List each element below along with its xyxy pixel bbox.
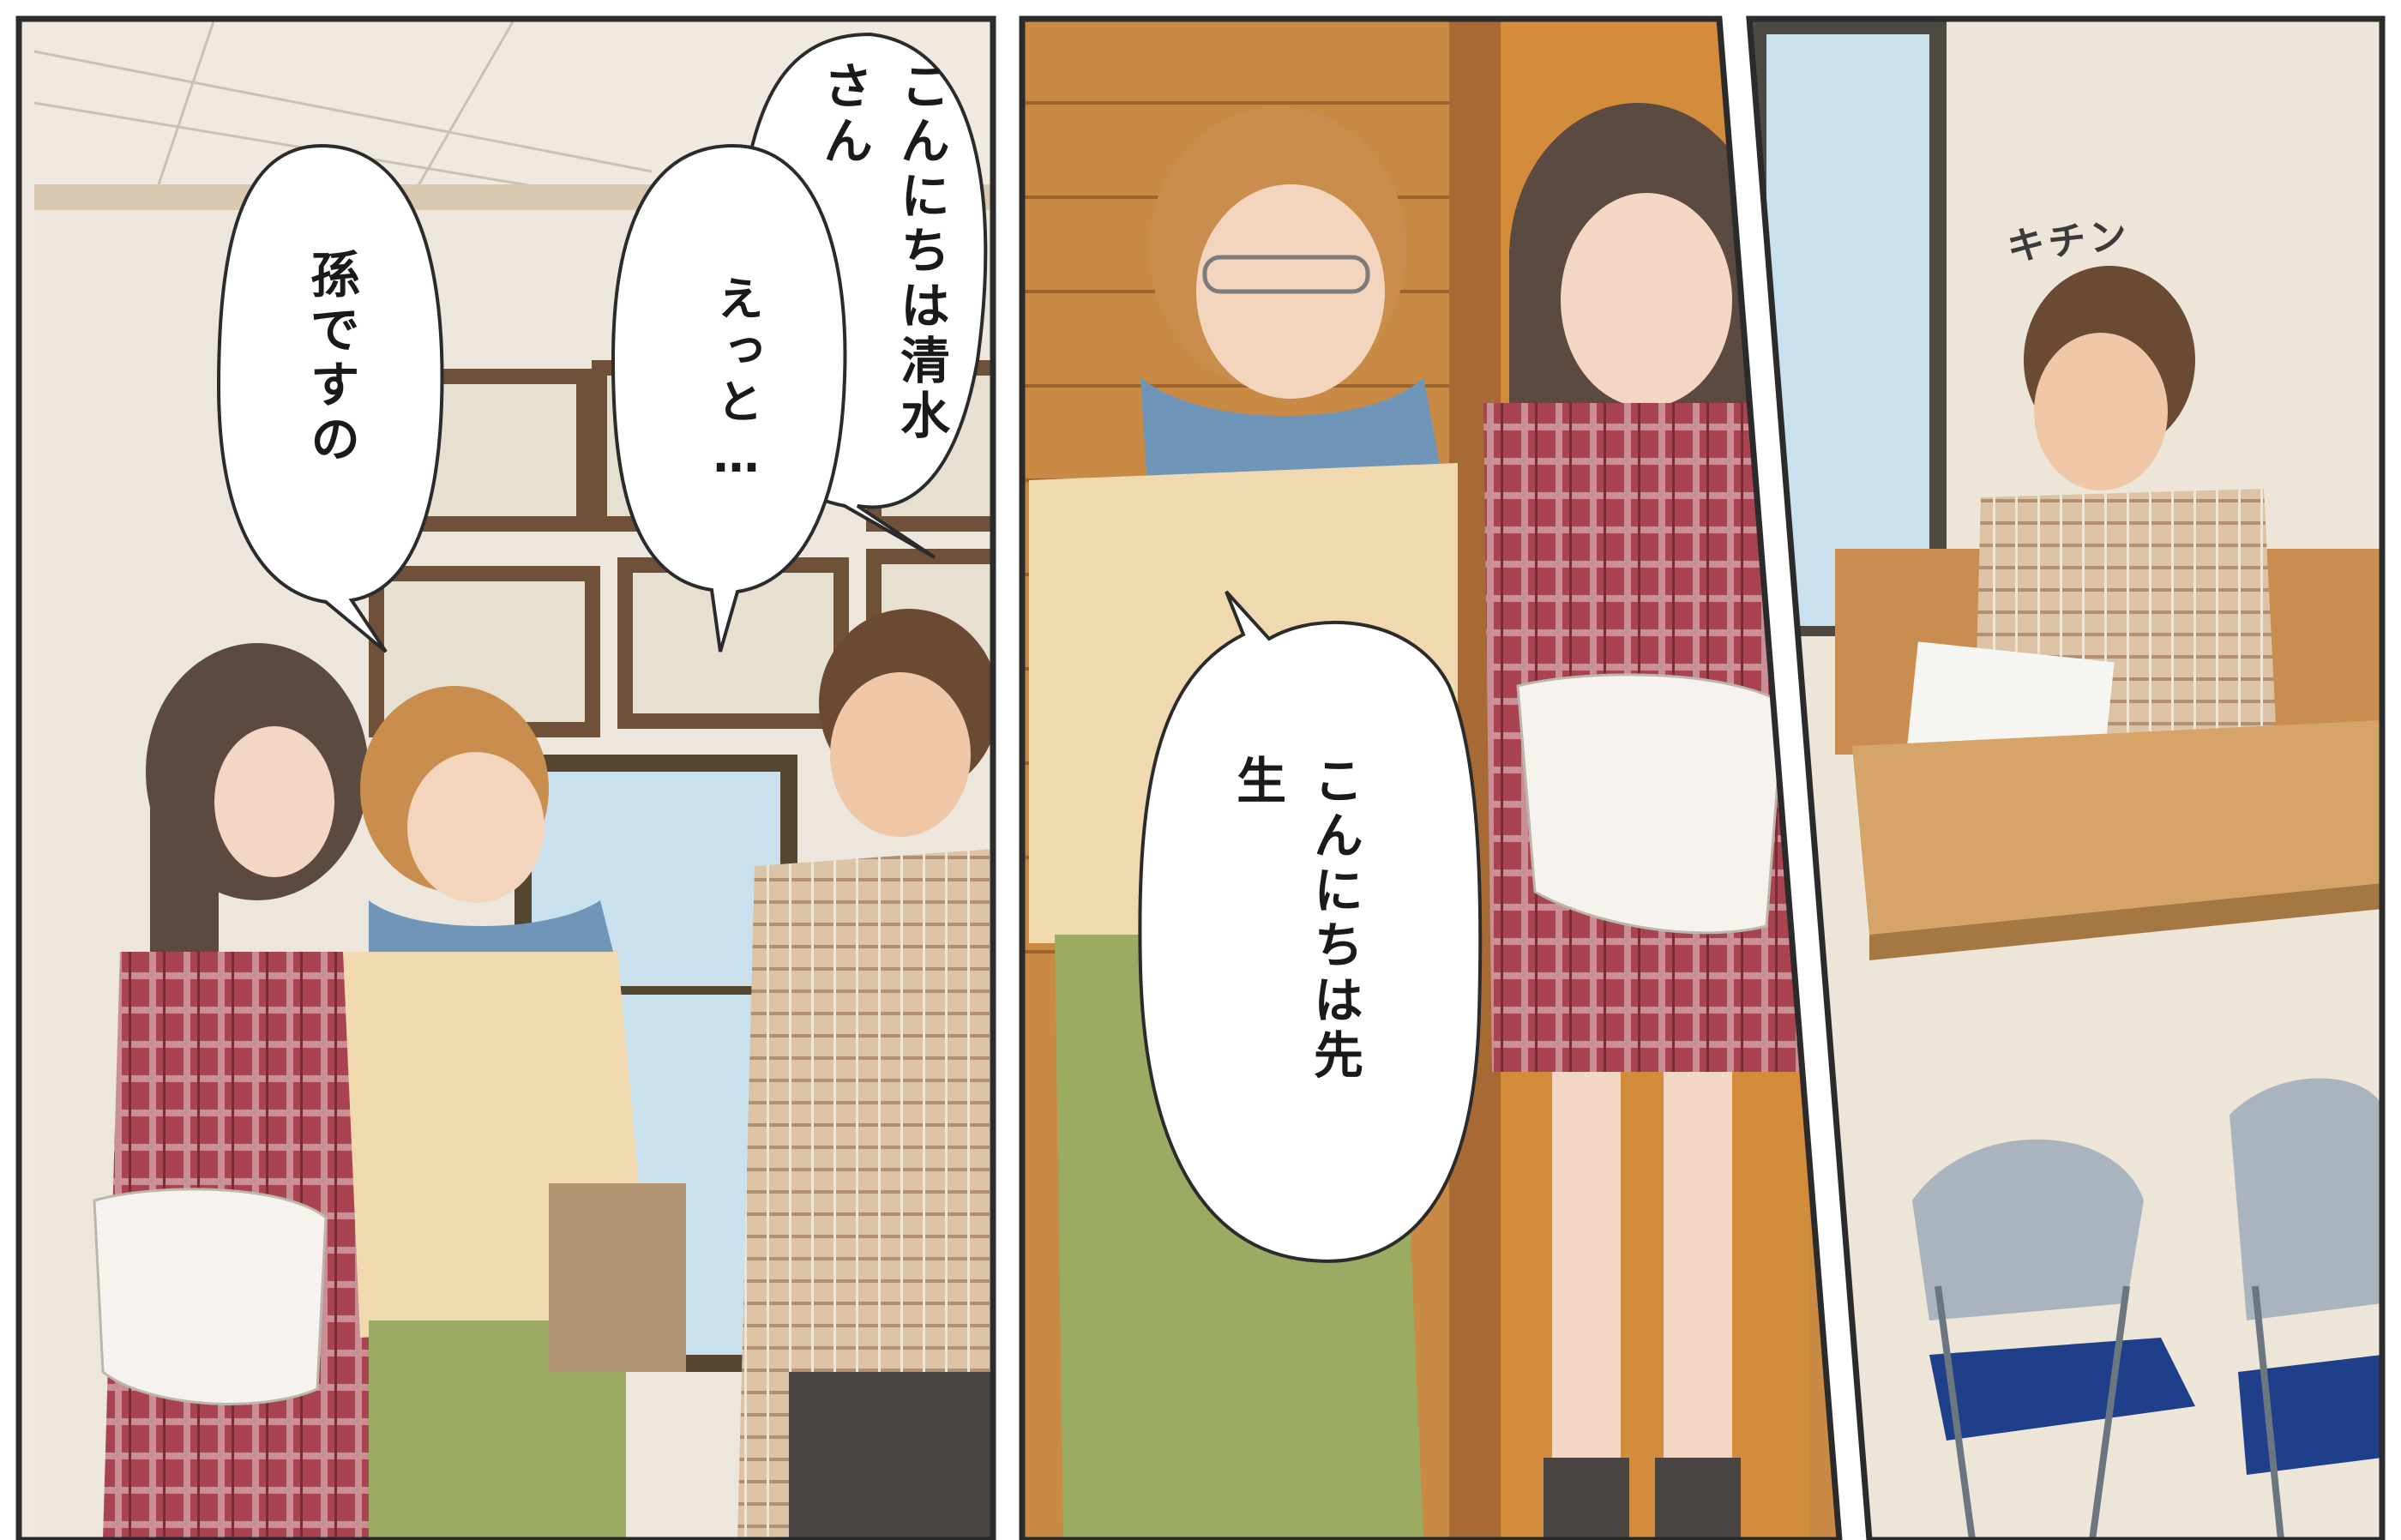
speech-balloons — [216, 32, 1483, 1263]
older-woman-figure-left — [343, 686, 686, 1540]
man-figure-left — [737, 609, 993, 1540]
balloon-left-a-line-1: こんにちは — [892, 60, 950, 334]
balloon-left-a-text: こんにちは清水さん — [787, 60, 959, 497]
balloon-middle-a — [1138, 590, 1483, 1263]
balloon-middle-a-line-2: 先生 — [1228, 755, 1363, 1084]
panel-borders — [15, 15, 2386, 1540]
balloon-left-b — [611, 143, 847, 653]
balloon-left-b-line-1: えっと… — [709, 274, 763, 488]
balloon-left-b-text: えっと… — [686, 274, 772, 557]
folding-chairs — [1912, 1078, 2382, 1540]
balloon-left-a-line-2: 清水さん — [815, 60, 950, 444]
balloon-middle-a-line-1: こんにちは — [1305, 755, 1363, 1029]
balloon-left-c-text: 孫ですの — [283, 249, 369, 523]
balloon-left-c-line-1: 孫ですの — [302, 249, 360, 468]
balloon-middle-a-text: こんにちは先生 — [1192, 755, 1372, 1115]
girl-figure-left — [93, 643, 377, 1540]
panel-right-art — [1749, 19, 2382, 1540]
girl-figure-middle — [1483, 103, 1809, 1540]
balloon-left-c — [216, 143, 444, 653]
